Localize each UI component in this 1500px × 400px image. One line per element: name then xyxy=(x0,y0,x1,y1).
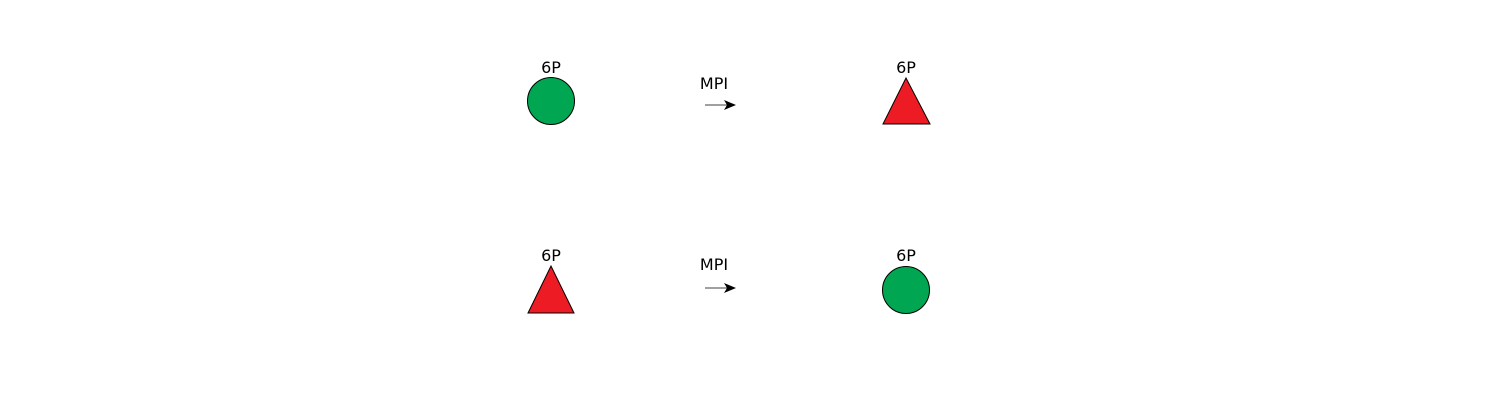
substrate-phosphate-label: 6P xyxy=(541,58,561,77)
product-phosphate-label: 6P xyxy=(896,58,916,77)
substrate-circle-icon xyxy=(527,77,575,125)
reaction-2-substrate: 6P xyxy=(527,246,575,314)
product-triangle-icon xyxy=(882,76,931,125)
reaction-1-substrate: 6P xyxy=(527,58,575,125)
reaction-2-product: 6P xyxy=(882,246,930,314)
reaction-2: 6P MPI 6P xyxy=(527,246,930,314)
substrate-phosphate-label: 6P xyxy=(541,246,561,265)
reaction-1-product: 6P xyxy=(882,58,931,125)
reaction-1-arrow: MPI xyxy=(700,74,736,110)
product-circle-icon xyxy=(882,266,930,314)
product-phosphate-label: 6P xyxy=(896,246,916,265)
enzyme-label: MPI xyxy=(700,74,728,93)
reaction-2-arrow: MPI xyxy=(700,255,736,293)
substrate-triangle-icon xyxy=(527,264,575,314)
enzyme-label: MPI xyxy=(700,255,728,274)
reaction-1: 6P MPI 6P xyxy=(527,58,931,125)
